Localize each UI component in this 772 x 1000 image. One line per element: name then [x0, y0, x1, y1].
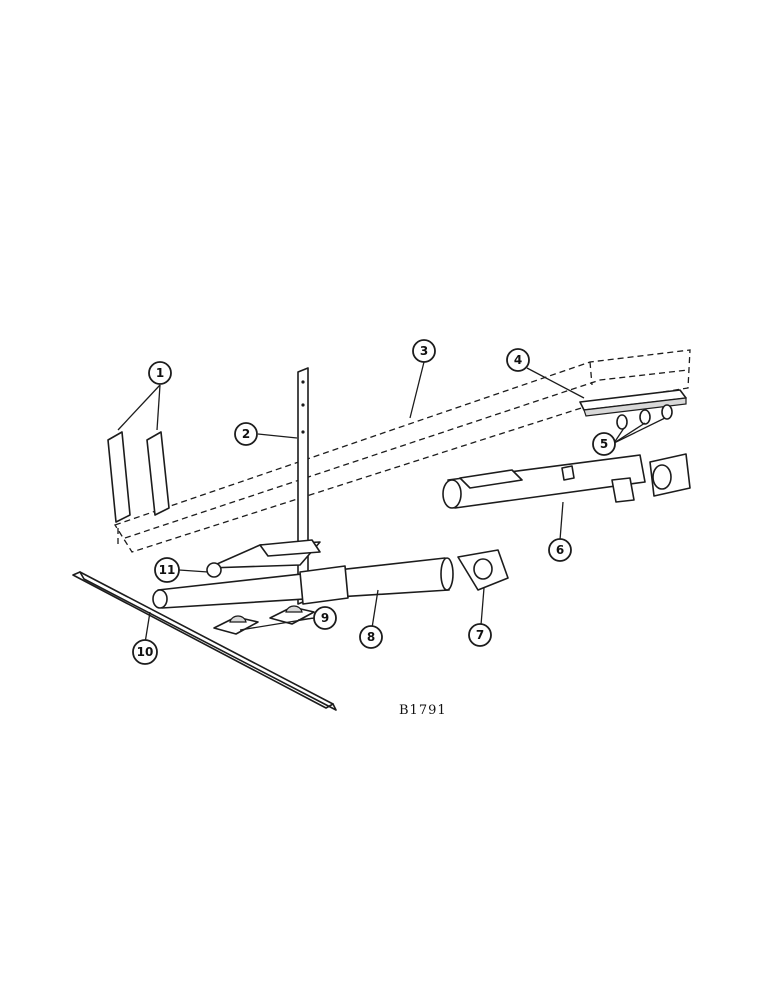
part-11-hinged-bracket — [206, 539, 321, 578]
part-5-bushings — [616, 404, 673, 430]
callout-2-label: 2 — [242, 427, 250, 441]
callout-7: 7 — [468, 623, 492, 647]
part-9-clamps — [213, 605, 315, 635]
callout-10-label: 10 — [137, 645, 154, 659]
part-7-plate — [457, 549, 509, 591]
callout-4-label: 4 — [514, 353, 522, 367]
part-8-tube — [152, 557, 454, 609]
callout-1: 1 — [148, 361, 172, 385]
callout-1-label: 1 — [156, 366, 164, 380]
callout-4: 4 — [506, 348, 530, 372]
callout-8-label: 8 — [367, 630, 375, 644]
part-3-elevator-housing — [114, 349, 691, 553]
callout-6-label: 6 — [556, 543, 564, 557]
callout-6: 6 — [548, 538, 572, 562]
part-1-posts — [107, 431, 170, 523]
part-2-strap — [297, 367, 309, 605]
callout-3-label: 3 — [420, 344, 428, 358]
leader-lines — [117, 361, 666, 644]
callout-5-label: 5 — [600, 437, 608, 451]
callout-2: 2 — [234, 422, 258, 446]
part-6-tube-assembly — [442, 453, 691, 509]
callout-9: 9 — [313, 606, 337, 630]
part-10-angle-bar — [72, 571, 337, 711]
callout-5: 5 — [592, 432, 616, 456]
callout-7-label: 7 — [476, 628, 484, 642]
callout-11: 11 — [154, 557, 180, 583]
callout-3: 3 — [412, 339, 436, 363]
part-4-bracket — [579, 389, 687, 417]
callout-11-label: 11 — [159, 563, 176, 577]
callout-10: 10 — [132, 639, 158, 665]
callout-8: 8 — [359, 625, 383, 649]
callout-9-label: 9 — [321, 611, 329, 625]
drawing-number: B1791 — [399, 703, 447, 718]
